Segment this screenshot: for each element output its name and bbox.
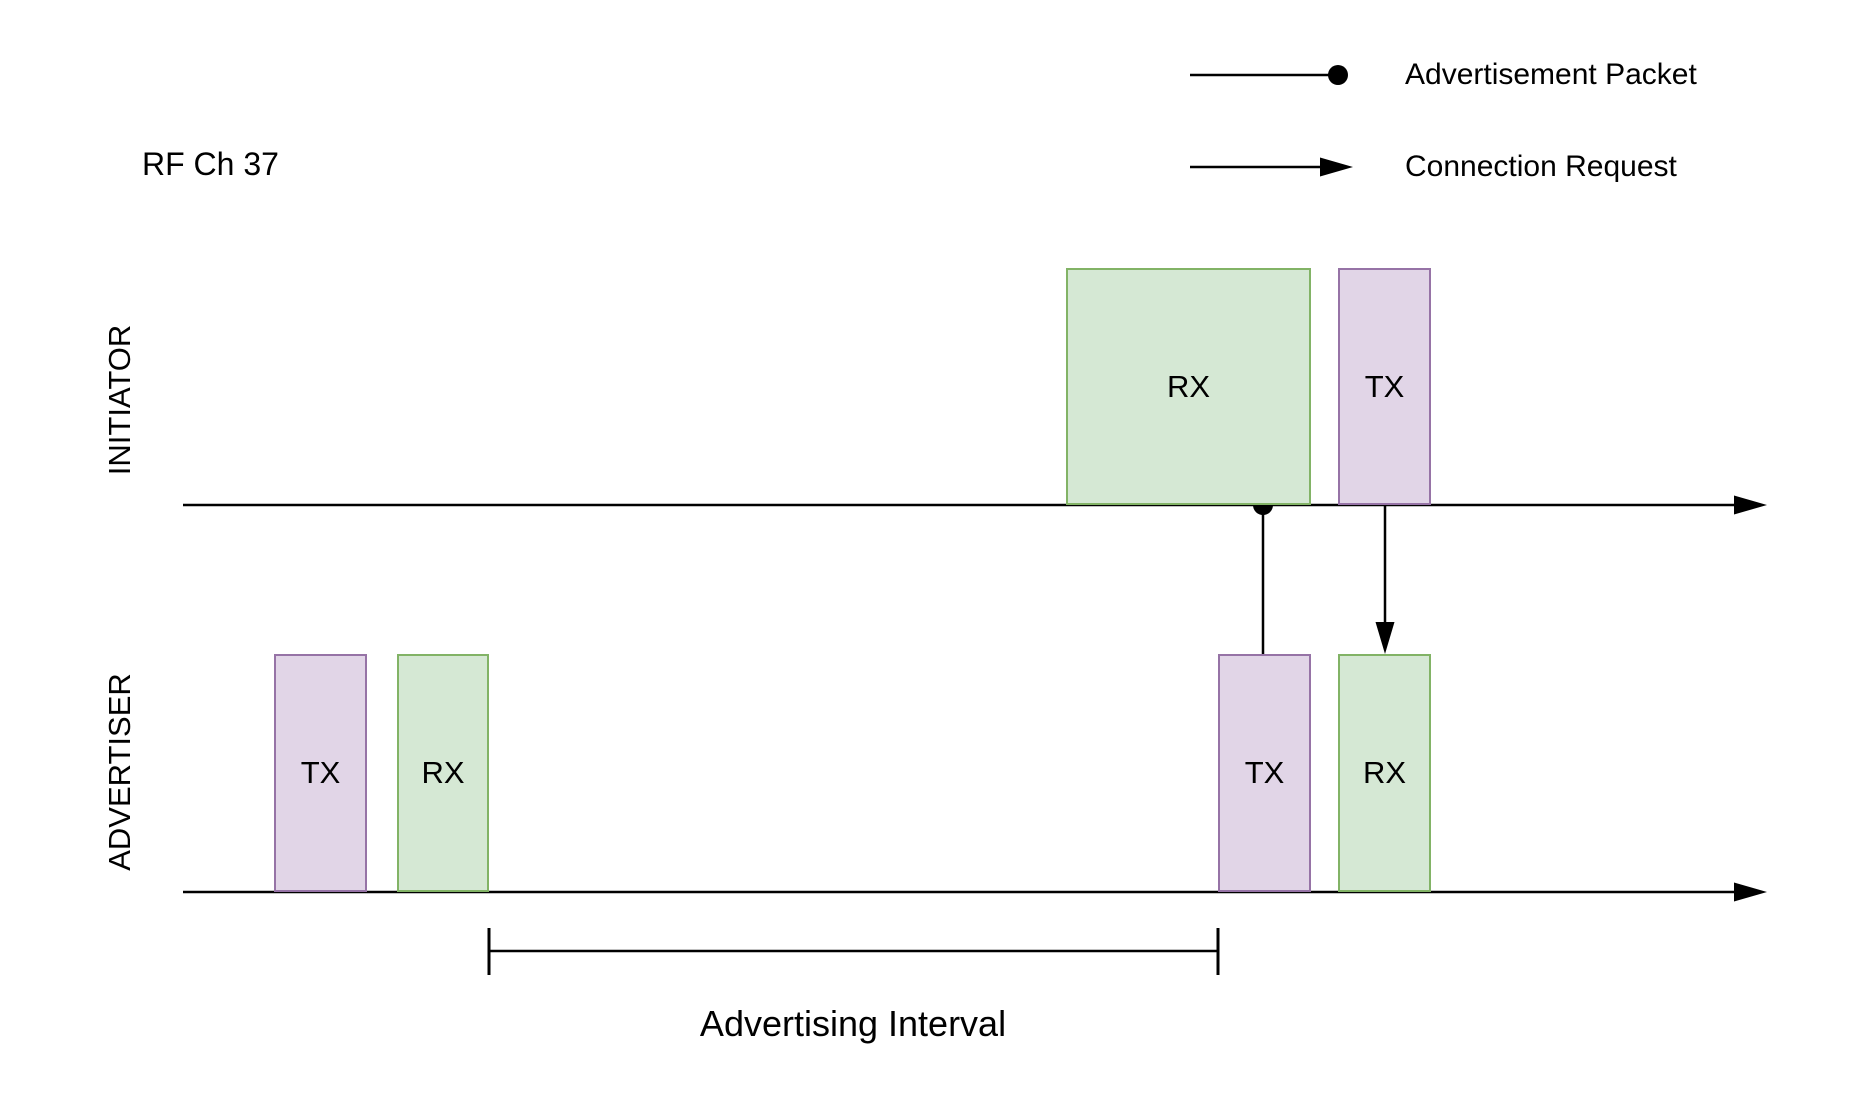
advertiser-rx1-box: RX bbox=[397, 654, 489, 892]
advertiser-timeline-arrowhead-icon bbox=[1734, 882, 1767, 902]
advertisement-packet-connector bbox=[1253, 495, 1273, 654]
advertising-interval-bracket bbox=[487, 928, 1220, 975]
advertiser-tx1-box: TX bbox=[274, 654, 367, 892]
advertiser-timeline bbox=[183, 882, 1767, 902]
advertiser-tx1-label: TX bbox=[300, 755, 341, 790]
legend-connection-request-label: Connection Request bbox=[1405, 150, 1677, 183]
advertiser-tx2-box: TX bbox=[1218, 654, 1311, 892]
initiator-timeline bbox=[183, 495, 1767, 515]
advertiser-rx2-label: RX bbox=[1362, 755, 1407, 790]
initiator-tx-box: TX bbox=[1338, 268, 1431, 505]
initiator-rx-box: RX bbox=[1066, 268, 1311, 505]
channel-label: RF Ch 37 bbox=[142, 146, 279, 182]
lane-label-advertiser: ADVERTISER bbox=[102, 673, 137, 871]
legend-advertisement-packet-label: Advertisement Packet bbox=[1405, 58, 1697, 91]
advertisement-packet-symbol-icon bbox=[1190, 65, 1348, 85]
advertiser-rx2-box: RX bbox=[1338, 654, 1431, 892]
connection-request-symbol-icon bbox=[1190, 157, 1353, 177]
initiator-rx-label: RX bbox=[1166, 368, 1211, 404]
advertiser-rx1-label: RX bbox=[421, 755, 465, 790]
advertiser-tx2-label: TX bbox=[1244, 755, 1285, 790]
advertising-interval-label: Advertising Interval bbox=[699, 1003, 1007, 1044]
lane-label-initiator: INITIATOR bbox=[102, 324, 137, 476]
connection-request-connector bbox=[1375, 505, 1395, 654]
initiator-tx-label: TX bbox=[1364, 368, 1405, 404]
initiator-timeline-arrowhead-icon bbox=[1734, 495, 1767, 515]
connection-request-arrowhead-icon bbox=[1375, 622, 1395, 654]
